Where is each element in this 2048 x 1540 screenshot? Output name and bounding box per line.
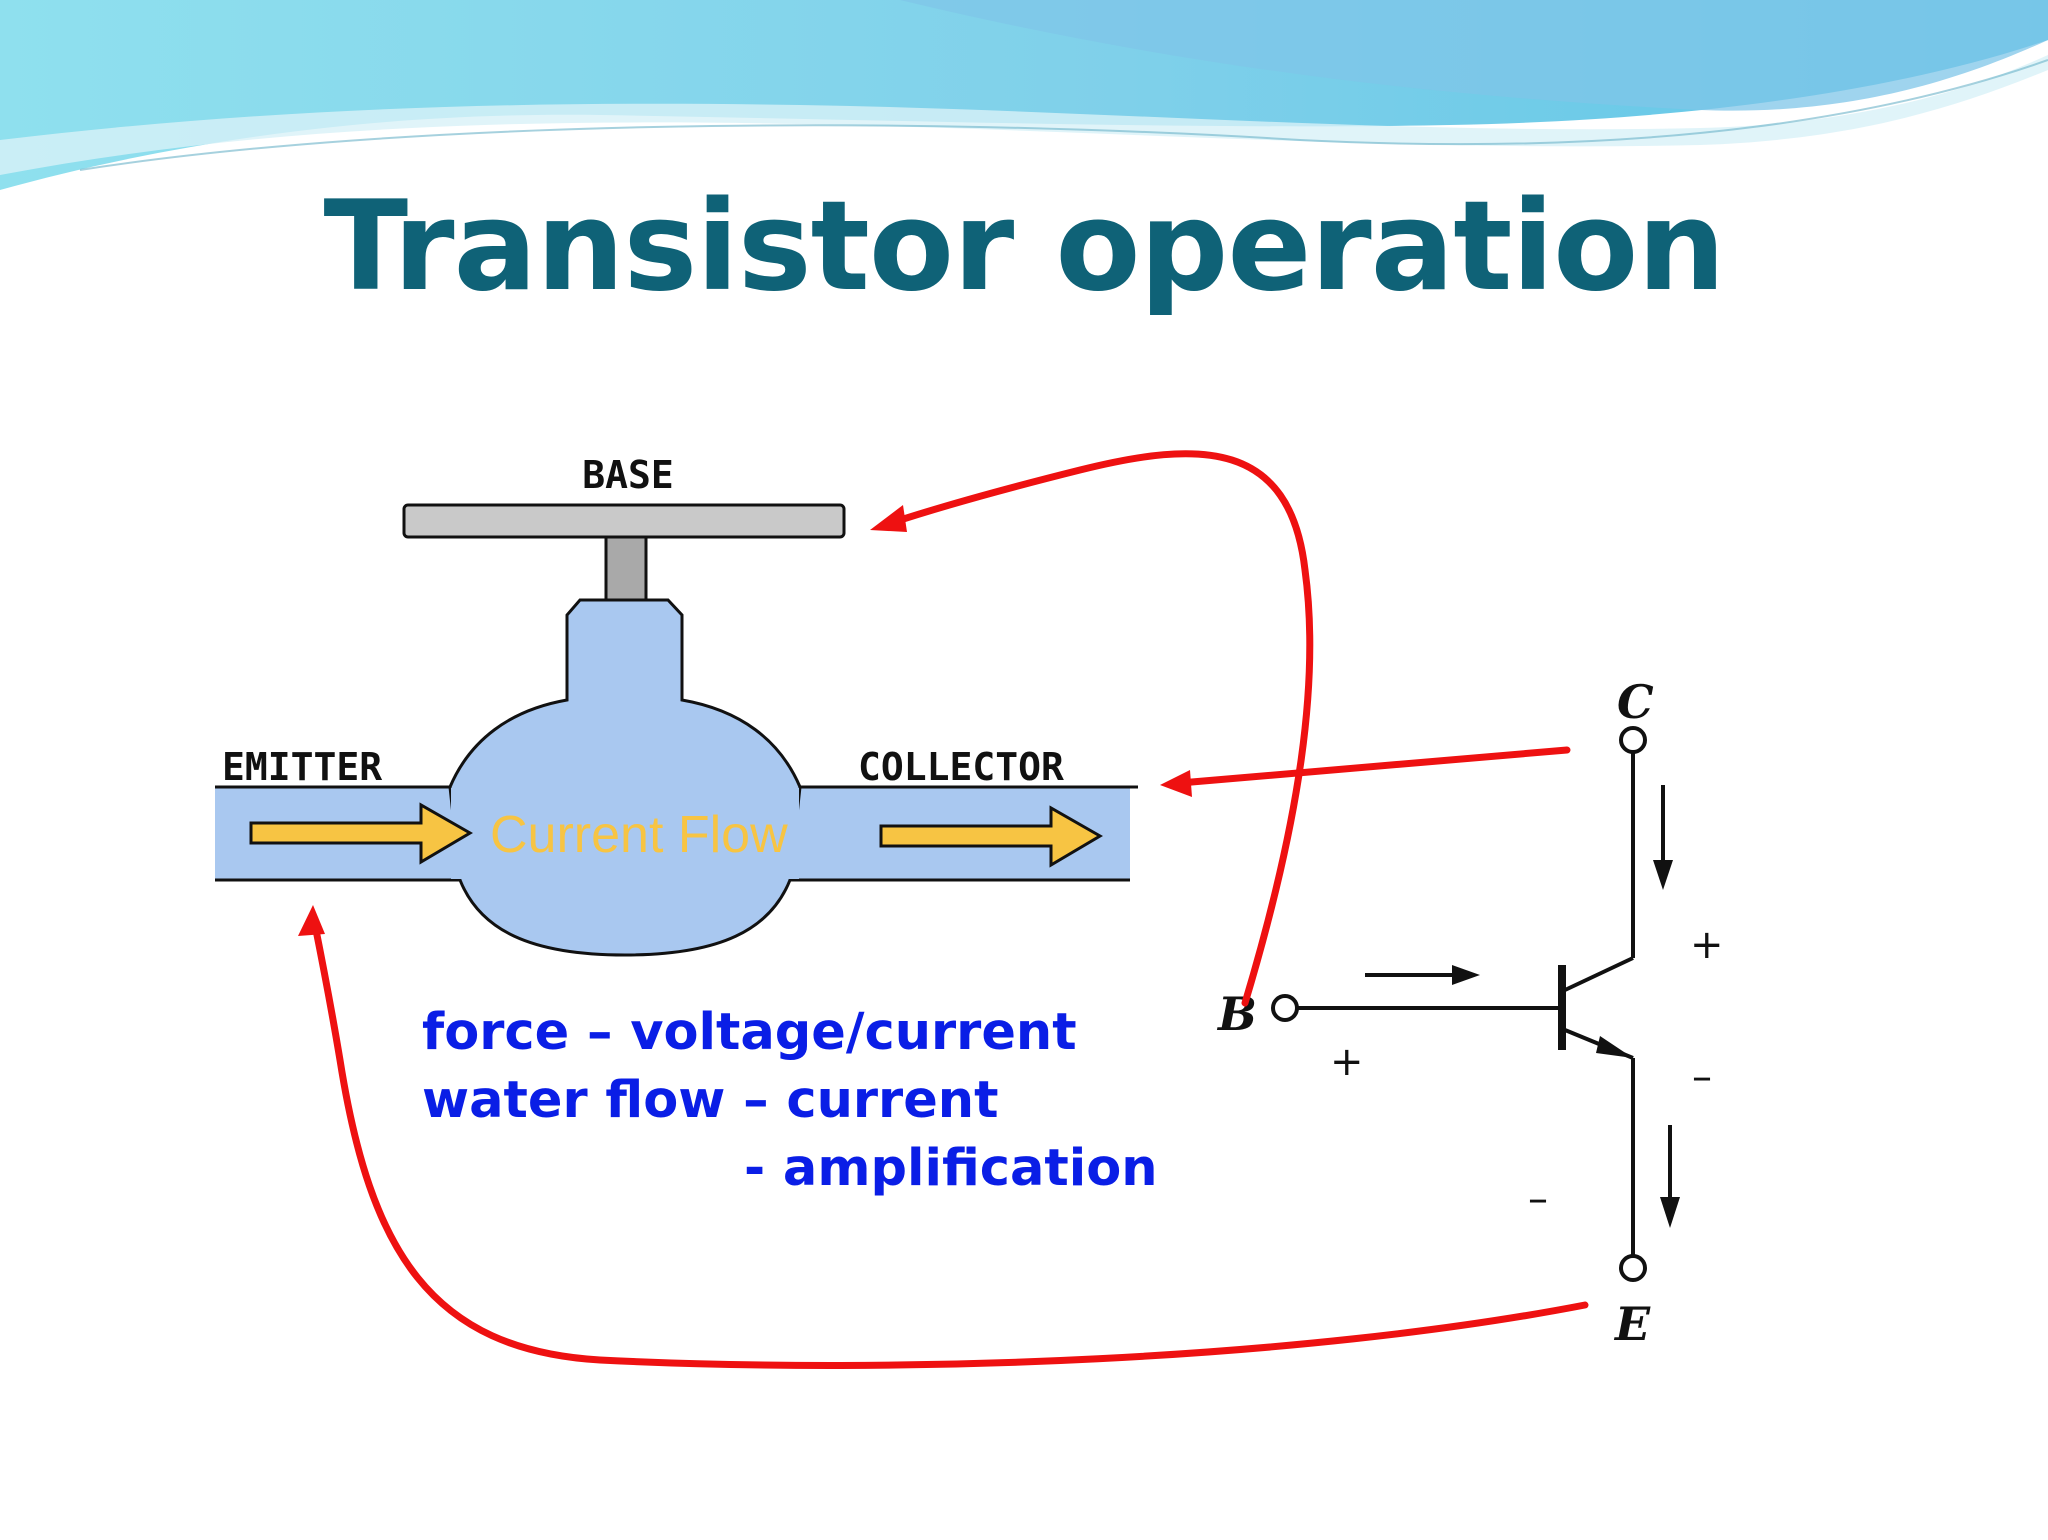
note-line-2: water flow – current — [422, 1071, 999, 1130]
plus-right: + — [1690, 922, 1724, 968]
note-line-1: force – voltage/current — [422, 1003, 1077, 1062]
emitter-label: EMITTER — [222, 745, 382, 789]
emitter-arrowhead — [1596, 1036, 1633, 1058]
c-label: C — [1617, 675, 1654, 729]
flow-arrow-left — [249, 802, 473, 865]
current-flow-label: Current Flow — [490, 806, 788, 864]
circuit-labels: C B E + – + – — [1216, 675, 1724, 1351]
valve-handle — [402, 503, 846, 539]
emitter-link-arrow — [311, 921, 1589, 1369]
valve-stem — [604, 535, 648, 602]
valve-illustration: BASE EMITTER COLLECTOR Current Flow — [215, 453, 1138, 957]
minus-right: – — [1692, 1054, 1712, 1100]
plus-base: + — [1330, 1039, 1364, 1085]
link-arrowheads — [298, 505, 1192, 936]
current-arrows — [1365, 785, 1680, 1228]
base-link-arrow — [881, 450, 1314, 1007]
header-wave — [0, 0, 2048, 190]
collector-label: COLLECTOR — [858, 745, 1064, 789]
slide-title: Transistor operation — [323, 175, 1725, 319]
base-terminal — [1271, 994, 1299, 1022]
link-arrows — [311, 450, 1589, 1369]
collector-terminal — [1619, 726, 1647, 754]
collector-link-arrow — [1176, 746, 1571, 787]
e-label: E — [1613, 1297, 1651, 1351]
transistor-symbol — [1271, 726, 1647, 1282]
base-label: BASE — [582, 453, 674, 497]
note-line-3: - amplification — [744, 1139, 1158, 1198]
flow-arrow-right — [879, 805, 1103, 868]
valve-body — [448, 598, 802, 957]
minus-emitter: – — [1528, 1176, 1548, 1222]
emitter-terminal — [1619, 1254, 1647, 1282]
